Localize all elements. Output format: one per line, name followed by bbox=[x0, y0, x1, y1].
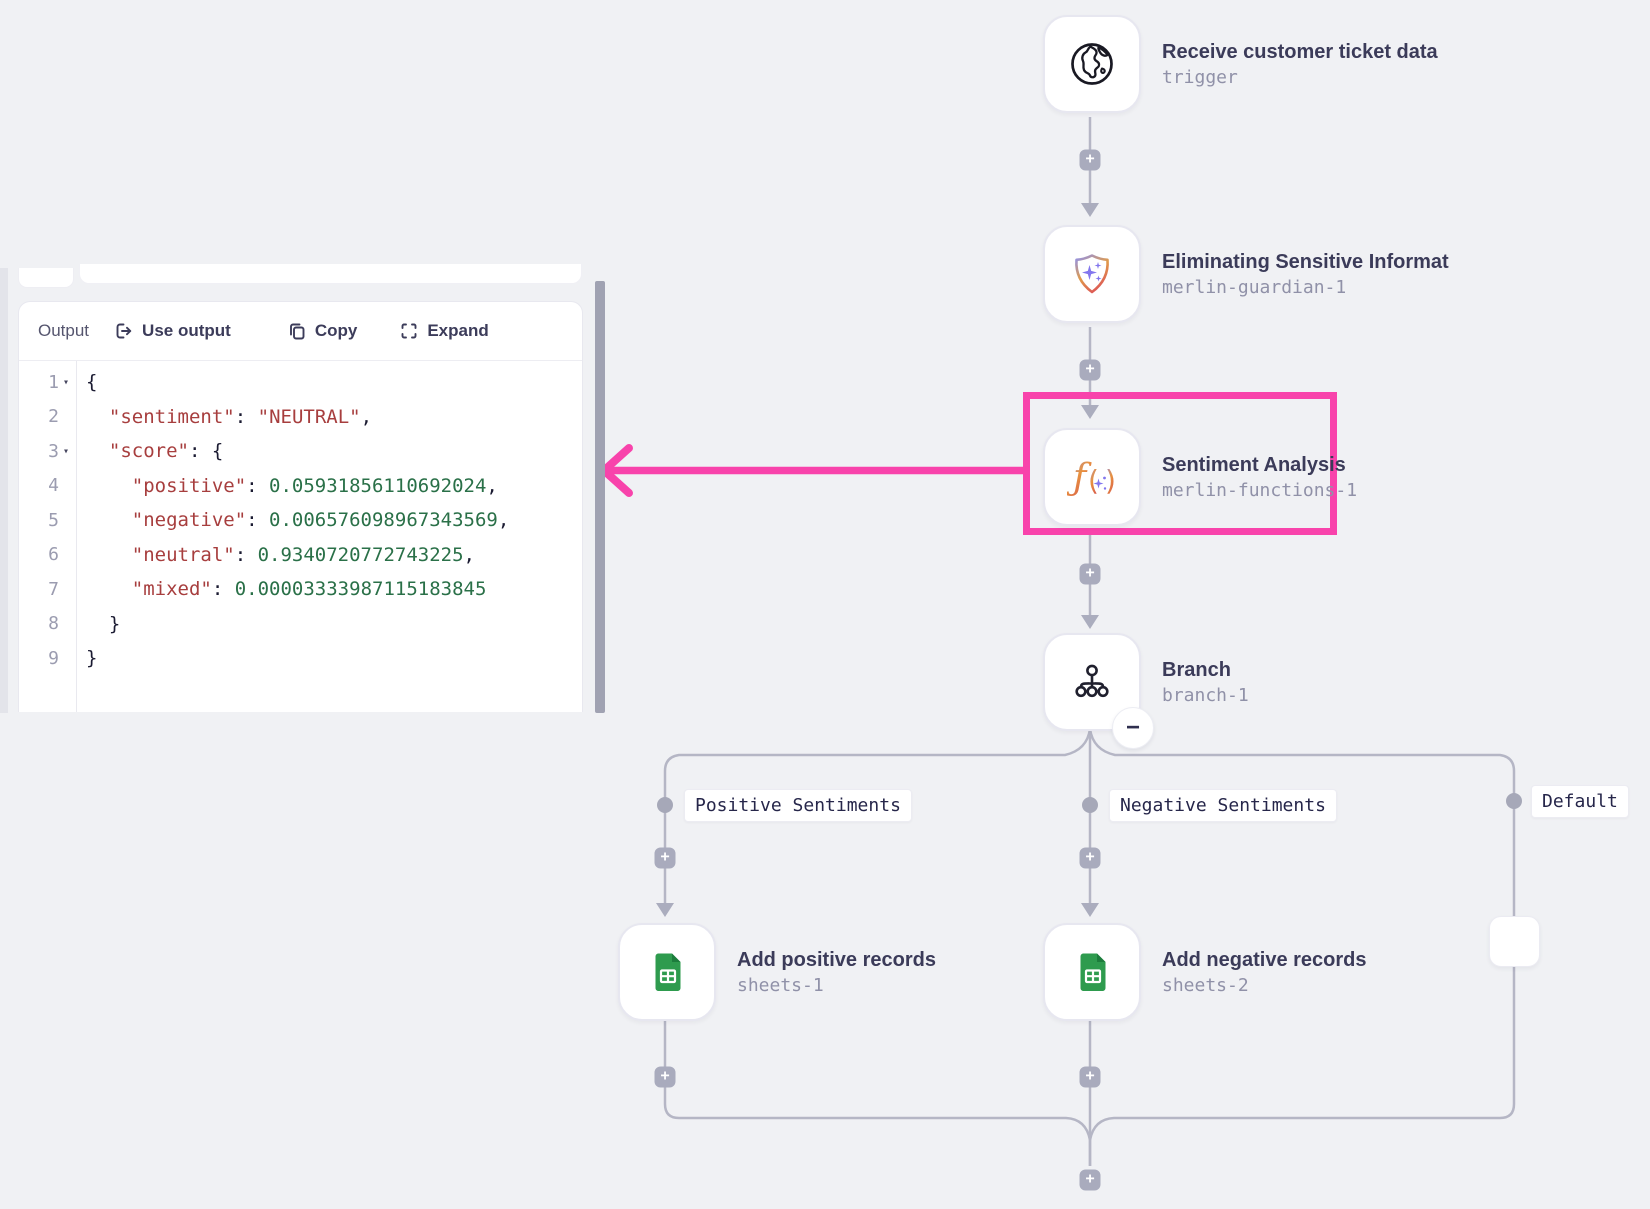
collapse-branch-button[interactable]: − bbox=[1112, 707, 1154, 749]
code-line: "mixed": 0.00003333987115183845 bbox=[131, 578, 487, 601]
code-line: "positive": 0.05931856110692024, bbox=[131, 474, 498, 497]
line-number: 2 bbox=[48, 406, 59, 428]
node-icon-box bbox=[618, 923, 716, 1021]
code-line: "negative": 0.006576098967343569, bbox=[131, 509, 510, 532]
node-subtitle: branch-1 bbox=[1162, 684, 1249, 706]
line-number: 4 bbox=[48, 475, 59, 497]
fold-caret-icon[interactable]: ▾ bbox=[62, 445, 70, 457]
copy-label: Copy bbox=[314, 321, 358, 340]
add-step-button[interactable]: + bbox=[1079, 1169, 1101, 1191]
node-title: Receive customer ticket data bbox=[1162, 40, 1438, 63]
use-output-button[interactable]: Use output bbox=[114, 321, 231, 341]
node-icon-box bbox=[1043, 15, 1141, 113]
add-step-button[interactable]: + bbox=[1079, 563, 1101, 585]
node-sentiment-analysis[interactable]: ƒ ( ) Sentiment Analysis merlin-function… bbox=[1043, 428, 1357, 526]
code-line: "sentiment": "NEUTRAL", bbox=[108, 405, 373, 428]
code-line: { bbox=[86, 371, 98, 394]
copy-icon bbox=[289, 323, 305, 340]
json-code: { "sentiment": "NEUTRAL", "score": { "po… bbox=[77, 361, 582, 712]
line-number: 1▾ bbox=[19, 365, 76, 400]
code-line: "score": { bbox=[108, 440, 224, 463]
code-line: } bbox=[86, 612, 121, 635]
node-merlin-guardian[interactable]: Eliminating Sensitive Informat merlin-gu… bbox=[1043, 225, 1449, 323]
node-icon-box bbox=[1043, 225, 1141, 323]
line-number: 3▾ bbox=[19, 434, 76, 469]
node-subtitle: sheets-1 bbox=[737, 974, 824, 996]
panel-resize-handle[interactable] bbox=[595, 281, 605, 713]
code-line: "neutral": 0.9340720772743225, bbox=[131, 543, 475, 566]
copy-button[interactable]: Copy bbox=[287, 321, 358, 341]
use-output-icon bbox=[116, 323, 132, 339]
panel-top-tab bbox=[18, 268, 74, 288]
line-number: 6 bbox=[48, 544, 59, 566]
line-number: 9 bbox=[48, 647, 59, 669]
google-sheets-icon bbox=[655, 953, 681, 991]
use-output-label: Use output bbox=[142, 321, 231, 340]
branch-icon bbox=[1075, 664, 1109, 698]
node-title: Add positive records bbox=[737, 948, 936, 971]
node-title: Add negative records bbox=[1162, 948, 1367, 971]
branch-port-dot bbox=[1082, 797, 1098, 813]
annotation-arrowhead bbox=[600, 444, 633, 497]
branch-port-dot bbox=[657, 797, 673, 813]
default-branch-placeholder[interactable] bbox=[1489, 916, 1540, 967]
add-step-button[interactable]: + bbox=[654, 1066, 676, 1088]
code-line: } bbox=[86, 647, 98, 670]
node-subtitle: merlin-functions-1 bbox=[1162, 479, 1358, 501]
node-sheets-positive[interactable]: Add positive records sheets-1 bbox=[618, 923, 936, 1021]
add-step-button[interactable]: + bbox=[654, 847, 676, 869]
output-toolbar: Output Use output Copy bbox=[19, 302, 582, 361]
branch-label-positive: Positive Sentiments bbox=[684, 789, 912, 822]
line-number: 8 bbox=[48, 613, 59, 635]
node-sheets-negative[interactable]: Add negative records sheets-2 bbox=[1043, 923, 1367, 1021]
svg-text:): ) bbox=[1105, 464, 1116, 497]
node-subtitle: trigger bbox=[1162, 66, 1238, 88]
add-step-button[interactable]: + bbox=[1079, 1066, 1101, 1088]
add-step-button[interactable]: + bbox=[1079, 359, 1101, 381]
panel-edge-strip bbox=[0, 268, 8, 713]
function-sparkle-icon: ƒ ( ) bbox=[1067, 457, 1116, 498]
expand-icon bbox=[401, 323, 417, 339]
shield-sparkle-icon bbox=[1075, 254, 1109, 294]
line-number-gutter: 1▾ 2 3▾ 4 5 6 7 8 9 bbox=[19, 361, 77, 712]
expand-button[interactable]: Expand bbox=[399, 321, 489, 341]
fold-caret-icon[interactable]: ▾ bbox=[62, 376, 70, 388]
node-icon-box: ƒ ( ) bbox=[1043, 428, 1141, 526]
node-title: Sentiment Analysis bbox=[1162, 453, 1346, 476]
json-output-viewer: 1▾ 2 3▾ 4 5 6 7 8 9 { "sentiment": "NEUTRAL", "s… bbox=[19, 361, 582, 712]
add-step-button[interactable]: + bbox=[1079, 847, 1101, 869]
branch-port-dot bbox=[1506, 793, 1522, 809]
node-subtitle: merlin-guardian-1 bbox=[1162, 276, 1347, 298]
output-panel-title: Output bbox=[38, 321, 90, 340]
google-sheets-icon bbox=[1080, 953, 1106, 991]
branch-label-negative: Negative Sentiments bbox=[1109, 789, 1337, 822]
expand-label: Expand bbox=[427, 321, 489, 340]
node-subtitle: sheets-2 bbox=[1162, 974, 1249, 996]
node-title: Branch bbox=[1162, 658, 1231, 681]
globe-icon bbox=[1071, 43, 1113, 85]
node-icon-box bbox=[1043, 923, 1141, 1021]
svg-text:(: ( bbox=[1088, 464, 1099, 497]
line-number: 5 bbox=[48, 509, 59, 531]
output-panel: Output Use output Copy bbox=[18, 301, 583, 712]
add-step-button[interactable]: + bbox=[1079, 149, 1101, 171]
line-number: 7 bbox=[48, 578, 59, 600]
panel-top-bar bbox=[79, 264, 582, 284]
branch-label-default: Default bbox=[1531, 785, 1629, 818]
node-trigger[interactable]: Receive customer ticket data trigger bbox=[1043, 15, 1438, 113]
node-title: Eliminating Sensitive Informat bbox=[1162, 250, 1449, 273]
